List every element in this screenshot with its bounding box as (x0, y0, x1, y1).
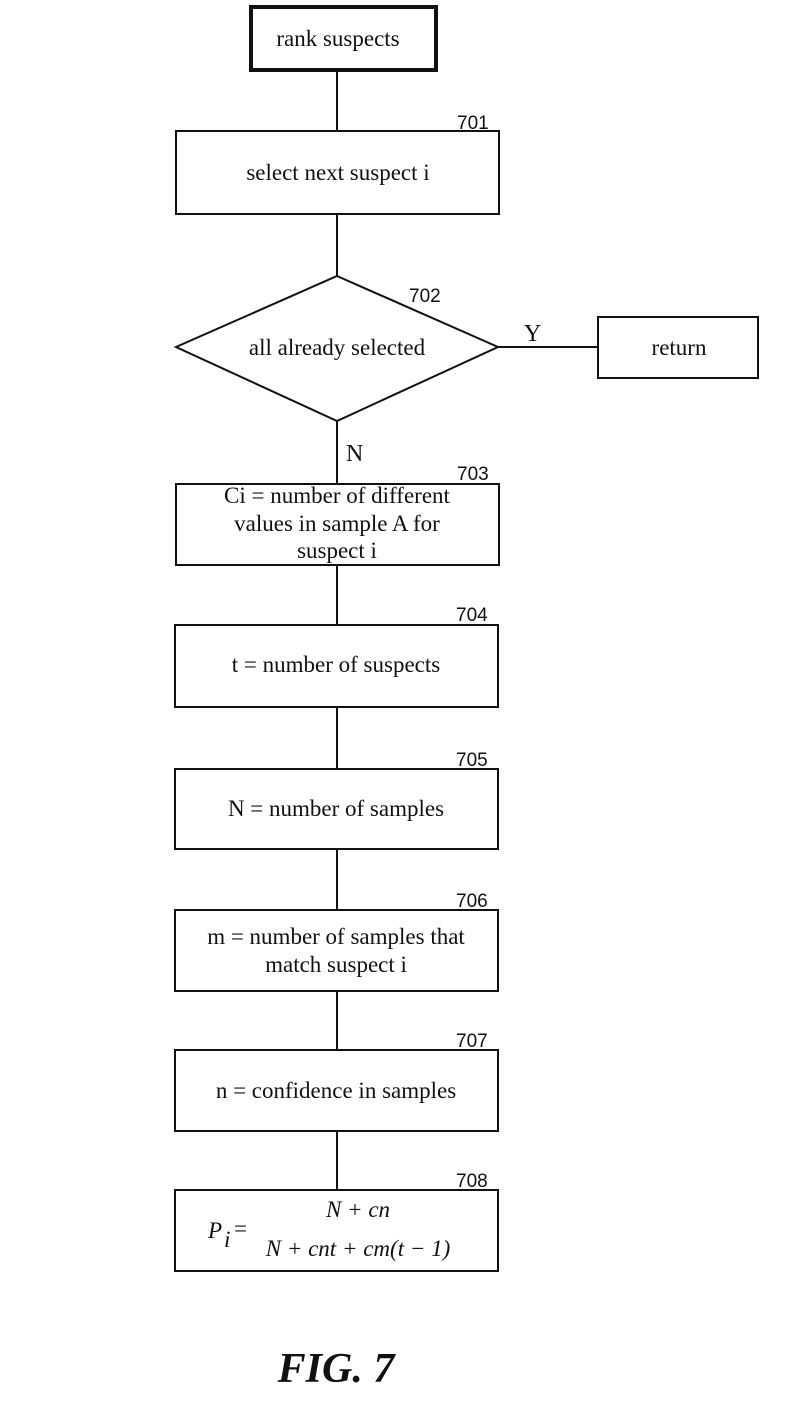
step-703-line-2: values in sample A for (234, 511, 440, 536)
formula-numerator: N + cn (325, 1197, 390, 1222)
formula-subscript: i (224, 1227, 230, 1252)
step-707-box (174, 1049, 499, 1132)
return-label: return (652, 335, 707, 360)
step-704-box (174, 624, 499, 708)
step-706-line-1: m = number of samples that (207, 924, 465, 949)
formula-denominator: N + cnt + cm(t − 1) (265, 1236, 451, 1261)
step-705-box (174, 768, 499, 850)
formula-equals: = (234, 1216, 247, 1241)
ref-707: 707 (456, 1031, 488, 1052)
ref-701: 701 (457, 113, 489, 134)
ref-702: 702 (409, 286, 441, 307)
step-707-label: n = confidence in samples (216, 1078, 456, 1103)
step-703-line-3: suspect i (297, 538, 377, 563)
figure-caption: FIG. 7 (277, 1346, 395, 1392)
formula-lhs: P (207, 1218, 222, 1243)
branch-yes-label: Y (524, 321, 541, 347)
step-706-line-2: match suspect i (265, 952, 407, 977)
ref-704: 704 (456, 605, 488, 626)
decision-702-diamond (173, 274, 501, 423)
step-704-label: t = number of suspects (232, 652, 440, 677)
step-703-line-1: Ci = number of different (224, 483, 450, 508)
ref-705: 705 (456, 750, 488, 771)
step-705-label: N = number of samples (228, 796, 444, 821)
connectors (336, 70, 598, 1190)
return-box (597, 316, 759, 379)
step-701-box (175, 130, 500, 215)
step-701-label: select next suspect i (246, 160, 429, 185)
start-label: rank suspects (276, 26, 399, 51)
step-703-box (175, 483, 500, 566)
branch-no-label: N (346, 441, 363, 467)
start-box (249, 5, 438, 72)
decision-702-label: all already selected (249, 335, 426, 360)
ref-708: 708 (456, 1171, 488, 1192)
ref-703: 703 (457, 464, 489, 485)
step-708-box (174, 1189, 499, 1272)
step-706-box (174, 909, 499, 992)
ref-706: 706 (456, 891, 488, 912)
